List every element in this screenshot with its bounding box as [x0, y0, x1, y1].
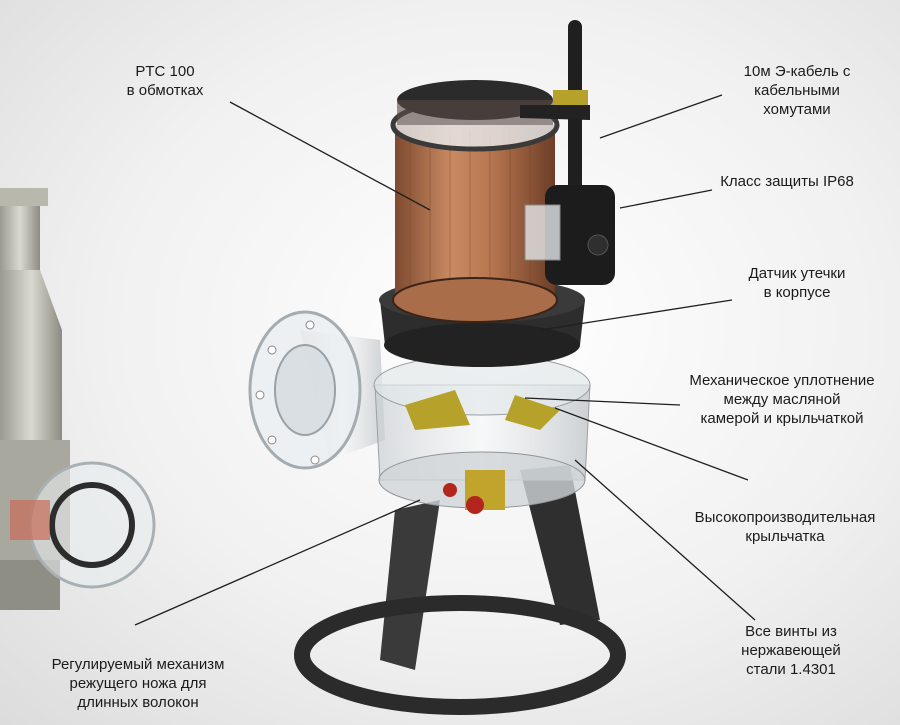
- label-leak-sensor: Датчик утечки в корпусе: [722, 264, 872, 302]
- label-cable: 10м Э-кабель с кабельными хомутами: [722, 62, 872, 119]
- label-impeller: Высокопроизводительная крыльчатка: [676, 508, 894, 546]
- pump-volute: [373, 354, 591, 514]
- label-ptc-windings: PTC 100 в обмотках: [90, 62, 240, 100]
- discharge-flange: [248, 310, 385, 470]
- label-mechanical-seal: Механическое уплотнение между масляной к…: [676, 371, 888, 428]
- label-line: режущего ножа для: [69, 675, 207, 692]
- leader-impeller: [554, 407, 749, 481]
- label-line: в корпусе: [763, 284, 831, 301]
- label-ip68: Класс защиты IP68: [712, 172, 862, 191]
- label-line: PTC 100: [135, 63, 195, 80]
- label-line: длинных волокон: [77, 694, 199, 711]
- background-pump: [0, 188, 156, 610]
- label-line: кабельными: [754, 82, 840, 99]
- leader-lines: [134, 94, 756, 626]
- label-line: в обмотках: [126, 82, 204, 99]
- leader-ptc: [229, 101, 431, 211]
- label-line: хомутами: [763, 101, 831, 118]
- label-stainless-screws: Все винты из нержавеющей стали 1.4301: [716, 622, 866, 679]
- label-line: нержавеющей: [741, 642, 841, 659]
- label-line: крыльчатка: [745, 528, 825, 545]
- leader-ip68: [619, 189, 713, 209]
- label-line: Высокопроизводительная: [694, 509, 876, 526]
- label-line: стали 1.4301: [746, 661, 836, 678]
- label-line: Механическое уплотнение: [689, 372, 875, 389]
- label-line: Датчик утечки: [748, 265, 846, 282]
- pump-stand: [294, 465, 626, 715]
- leader-cable: [599, 94, 723, 139]
- leader-seal: [524, 397, 681, 406]
- label-line: камерой и крыльчаткой: [700, 410, 864, 427]
- leader-leak: [539, 299, 733, 331]
- leader-cutter: [134, 499, 421, 626]
- label-line: 10м Э-кабель с: [743, 63, 851, 80]
- label-line: Все винты из: [745, 623, 837, 640]
- label-line: Регулируемый механизм: [51, 656, 225, 673]
- motor-housing: [390, 80, 560, 323]
- label-line: Класс защиты IP68: [720, 173, 854, 190]
- label-line: между масляной: [723, 391, 841, 408]
- label-cutter-mechanism: Регулируемый механизм режущего ножа для …: [30, 655, 246, 712]
- leader-screws: [574, 459, 756, 621]
- power-cable: [520, 20, 615, 285]
